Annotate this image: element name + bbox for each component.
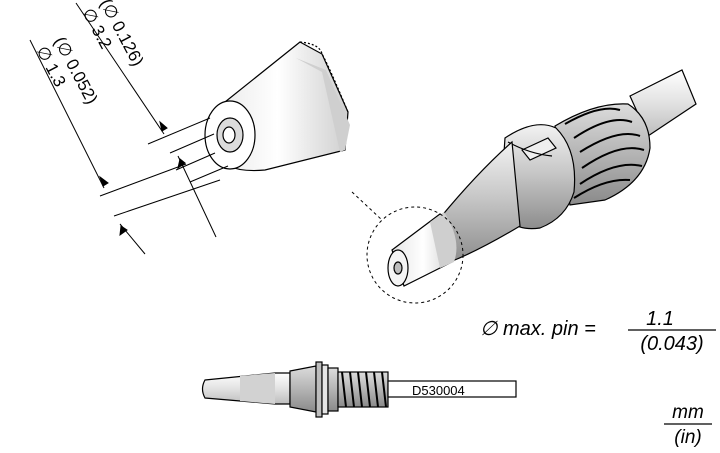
units-legend: mm (in) <box>664 402 712 448</box>
side-thread <box>337 371 389 408</box>
max-pin-in: (0.043) <box>640 333 703 355</box>
units-in: (in) <box>674 427 701 448</box>
tip-closeup <box>204 41 350 172</box>
units-mm: mm <box>672 402 704 423</box>
nozzle-threads <box>554 103 651 206</box>
nozzle-3d <box>387 69 697 287</box>
max-pin-spec: ∅ max. pin = 1.1 (0.043) <box>480 308 716 355</box>
max-pin-label: ∅ max. pin = <box>480 318 596 340</box>
detail-callout <box>351 191 464 304</box>
dimension-lines <box>29 2 217 255</box>
max-pin-mm: 1.1 <box>646 308 674 330</box>
dimension-extension-lines <box>99 117 229 217</box>
side-view <box>201 361 517 418</box>
part-code: D530004 <box>412 383 465 398</box>
dimension-labels: ∅ 3.2 (∅ 0.126) ∅ 1.3 (∅ 0.052) <box>32 0 147 107</box>
